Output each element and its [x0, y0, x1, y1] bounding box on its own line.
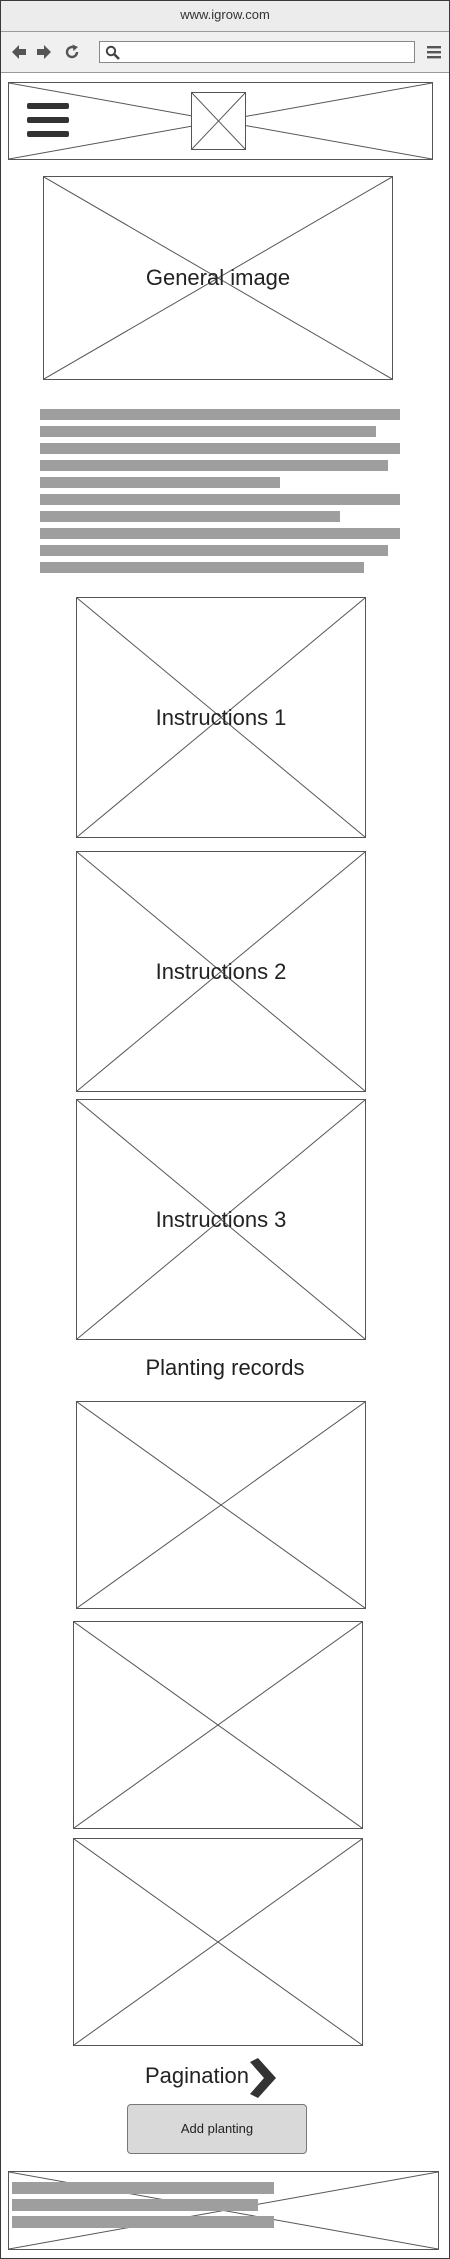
search-icon	[105, 45, 120, 60]
footer-text-line	[12, 2199, 258, 2211]
text-line	[40, 562, 364, 573]
pagination-label: Pagination	[145, 2063, 249, 2088]
text-line	[40, 409, 400, 420]
text-line	[40, 511, 340, 522]
logo-image[interactable]	[191, 92, 246, 150]
address-bar[interactable]	[99, 41, 415, 63]
text-line	[40, 494, 400, 505]
instructions-card-2[interactable]: Instructions 2	[76, 851, 366, 1092]
text-line	[40, 528, 400, 539]
instructions-card-3[interactable]: Instructions 3	[76, 1099, 366, 1340]
arrow-left-icon[interactable]	[10, 43, 28, 61]
footer-text-line	[12, 2216, 274, 2228]
planting-record-card[interactable]	[73, 1621, 363, 1829]
text-line	[40, 460, 388, 471]
pagination: Pagination	[0, 2058, 450, 2098]
text-line	[40, 545, 388, 556]
instructions-card-1[interactable]: Instructions 1	[76, 597, 366, 838]
footer	[8, 2171, 439, 2250]
footer-text-line	[12, 2182, 274, 2194]
browser-title-bar: www.igrow.com	[1, 1, 449, 32]
planting-record-card[interactable]	[73, 1838, 363, 2046]
general-image: General image	[43, 176, 393, 380]
arrow-right-icon[interactable]	[35, 43, 53, 61]
reload-icon[interactable]	[63, 43, 81, 61]
browser-nav-bar	[1, 32, 449, 73]
text-line	[40, 477, 280, 488]
url-title: www.igrow.com	[180, 7, 270, 22]
hamburger-menu-icon[interactable]	[27, 103, 69, 139]
chevron-right-icon[interactable]	[246, 2058, 278, 2098]
add-planting-button[interactable]: Add planting	[127, 2104, 307, 2154]
text-line	[40, 443, 400, 454]
planting-record-card[interactable]	[76, 1401, 366, 1609]
site-header	[8, 82, 433, 160]
planting-records-title: Planting records	[145, 1355, 305, 1380]
text-line	[40, 426, 376, 437]
hamburger-icon[interactable]	[426, 44, 442, 60]
